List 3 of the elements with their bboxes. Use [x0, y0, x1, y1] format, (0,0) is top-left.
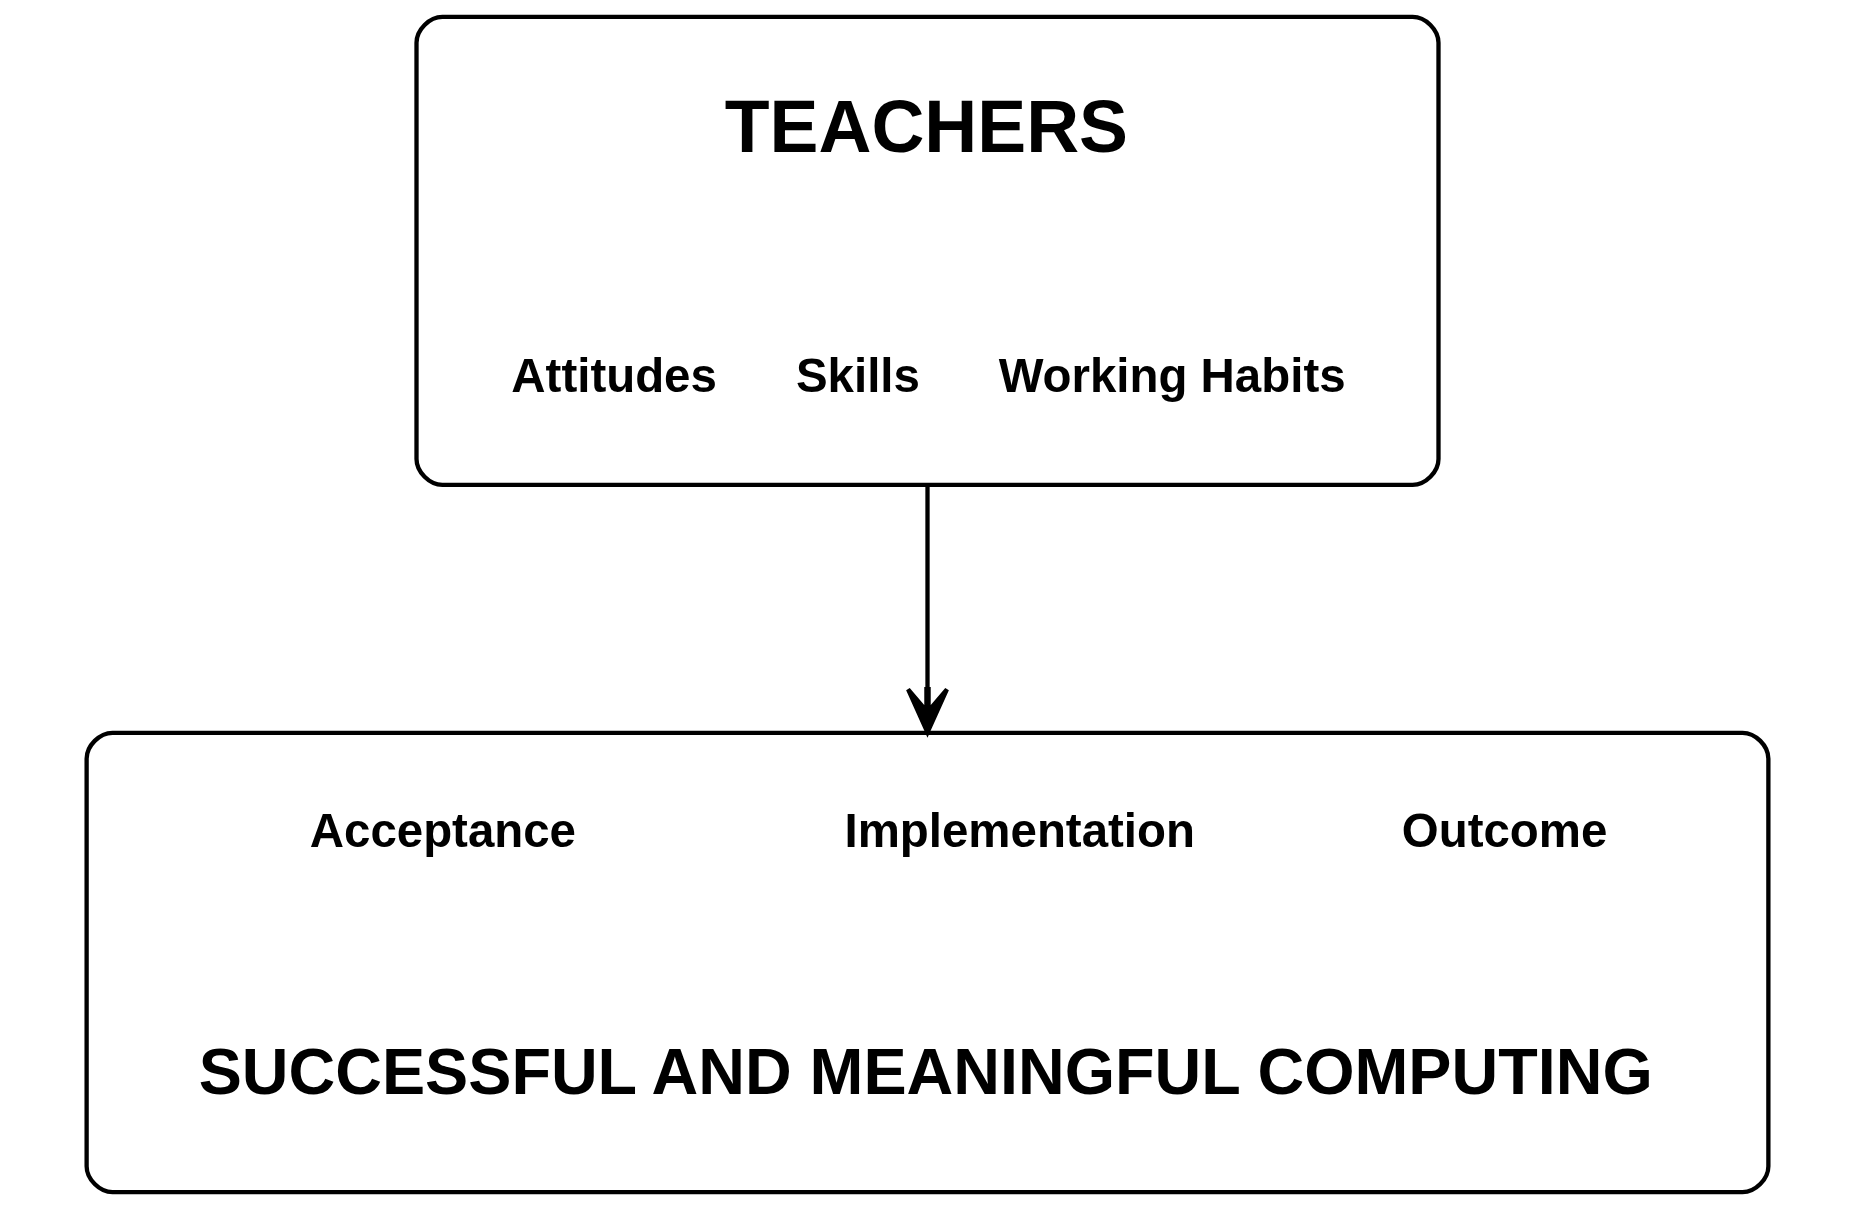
node-box: TEACHERS Attitudes Skills Working Habits — [413, 14, 1441, 487]
arrow — [905, 485, 949, 735]
node-box: Acceptance Implementation Outcome SUCCESSFUL AND MEANINGFUL COMPUTING — [83, 730, 1771, 1195]
